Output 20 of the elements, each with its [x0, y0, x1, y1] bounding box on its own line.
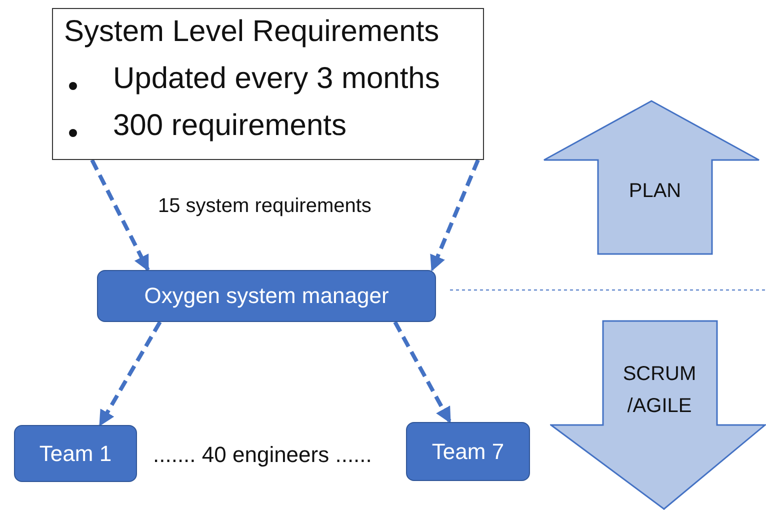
process-box — [97, 270, 436, 322]
arrow-label: SCRUM /AGILE — [622, 362, 698, 419]
box-label: Team 7 — [432, 438, 504, 464]
box-heading: System Level Requirements — [64, 15, 440, 49]
arrow — [430, 159, 480, 272]
bullet-text: Updated every 3 months — [113, 62, 440, 96]
arrow-label: PLAN — [628, 179, 682, 204]
up-arrow-shape — [543, 100, 760, 255]
arrow — [98, 321, 162, 426]
down-arrow-shape — [550, 320, 766, 510]
team-box — [406, 422, 530, 481]
box-label: Oxygen system manager — [144, 283, 389, 309]
requirements-box — [52, 8, 484, 160]
bullet-text: 300 requirements — [113, 109, 346, 143]
arrow — [90, 159, 150, 272]
note-text: ....... 40 engineers ...... — [153, 442, 372, 468]
team-box — [14, 425, 137, 482]
arrow — [393, 321, 452, 424]
box-label: Team 1 — [39, 440, 112, 466]
note-text: 15 system requirements — [158, 195, 372, 218]
